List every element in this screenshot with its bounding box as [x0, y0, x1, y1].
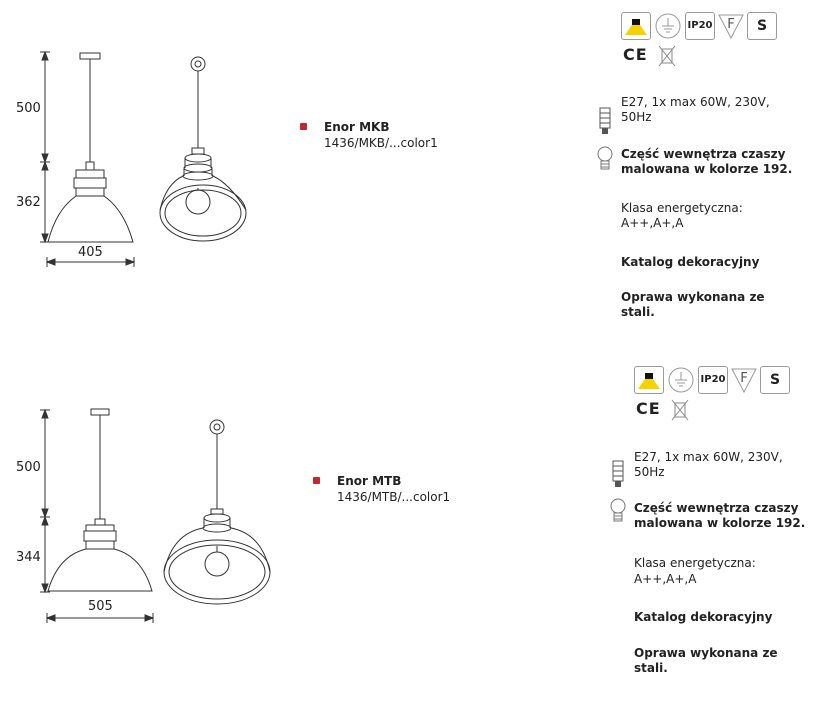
spec-painted-inner: Część wewnętrza czaszy malowana w kolorz… [621, 147, 793, 176]
ce-mark-icon: CE [636, 399, 661, 418]
s-label: S [769, 372, 781, 388]
light-distribution-icon [621, 12, 651, 40]
product-name: Enor MKB [324, 120, 390, 134]
catalog-label: Katalog dekoracyjny [621, 255, 760, 269]
protection-class-earth-icon [667, 366, 695, 394]
ip20-label: IP20 [700, 374, 726, 385]
ip20-icon: IP20 [698, 366, 728, 394]
bulb-corn-icon [598, 106, 612, 138]
lamp-technical-drawing [40, 50, 247, 267]
light-distribution-icon [634, 366, 664, 394]
f-label: F [740, 371, 747, 386]
lamp-technical-drawing [40, 408, 271, 623]
weee-bin-icon [657, 44, 677, 68]
dim-width: 405 [78, 245, 103, 260]
spec-power: E27, 1x max 60W, 230V, 50Hz [634, 450, 783, 479]
ip20-icon: IP20 [685, 12, 715, 40]
product-code: 1436/MKB/...color1 [324, 136, 438, 150]
protection-class-earth-icon [654, 12, 682, 40]
f-mark-icon: F [730, 366, 758, 394]
energy-class-value: A++,A+,A [634, 572, 697, 586]
product-code: 1436/MTB/...color1 [337, 490, 451, 504]
product-block-mtb: 500 344 505 Enor MTB 1436/MTB/...color1 … [0, 354, 821, 708]
product-name: Enor MTB [337, 474, 402, 488]
weee-bin-icon [670, 398, 690, 422]
spec-power: E27, 1x max 60W, 230V, 50Hz [621, 95, 770, 124]
ce-label: CE [623, 45, 648, 64]
bullet-dot [313, 477, 320, 484]
s-label: S [756, 18, 768, 34]
dim-height-shade: 362 [16, 195, 41, 210]
material-label: Oprawa wykonana ze stali. [634, 646, 778, 675]
energy-class-label: Klasa energetyczna: [621, 201, 743, 215]
f-label: F [727, 17, 734, 32]
catalog-label: Katalog dekoracyjny [634, 610, 773, 624]
certification-icons: IP20 F S CE [634, 366, 814, 426]
dim-height-shade: 344 [16, 550, 41, 565]
product-block-mkb: 500 362 405 Enor MKB 1436/MKB/...color1 … [16, 12, 801, 319]
ce-label: CE [636, 399, 661, 418]
s-mark-icon: S [760, 366, 790, 394]
energy-class-value: A++,A+,A [621, 216, 684, 230]
bulb-icon [609, 497, 627, 525]
spec-painted-inner: Część wewnętrza czaszy malowana w kolorz… [634, 501, 806, 530]
f-mark-icon: F [717, 12, 745, 40]
bulb-corn-icon [611, 459, 625, 491]
material-label: Oprawa wykonana ze stali. [621, 290, 765, 319]
ce-mark-icon: CE [623, 45, 648, 64]
s-mark-icon: S [747, 12, 777, 40]
dim-height-top: 500 [16, 460, 41, 475]
dim-width: 505 [88, 599, 113, 614]
bullet-dot [300, 123, 307, 130]
ip20-label: IP20 [687, 20, 713, 31]
energy-class-label: Klasa energetyczna: [634, 556, 756, 570]
bulb-icon [596, 145, 614, 173]
certification-icons: IP20 F S CE [621, 12, 801, 72]
dim-height-top: 500 [16, 101, 41, 116]
